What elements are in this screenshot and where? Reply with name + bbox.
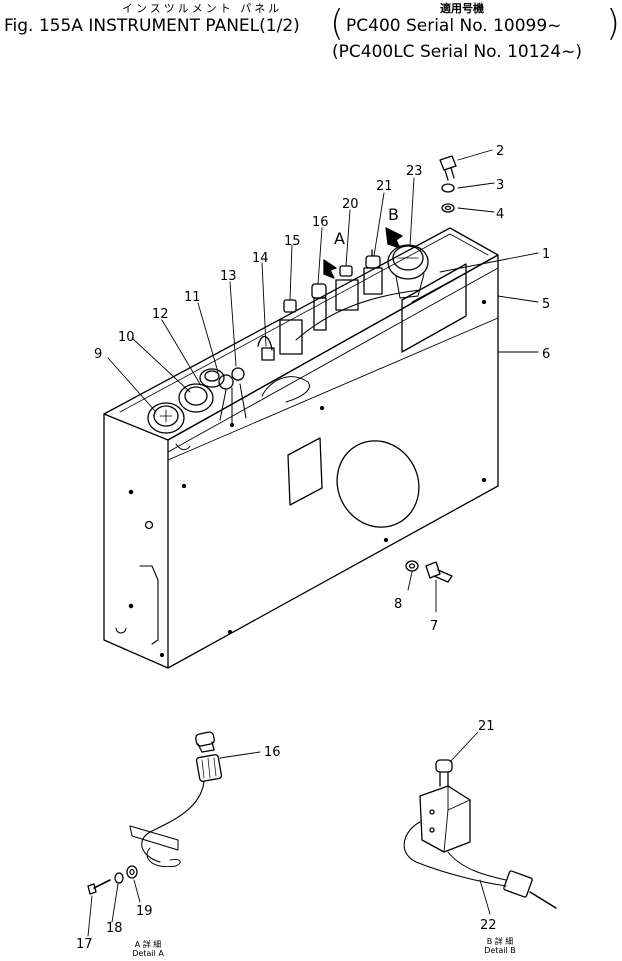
view-arrow-a: A <box>323 229 345 279</box>
model-serial-line-2: (PC400LC Serial No. 10124~) <box>332 42 583 62</box>
callout-23: 23 <box>406 164 423 179</box>
detail-b-callouts: 21 22 <box>478 719 497 933</box>
callout-numbers: 2 3 4 1 5 6 23 21 20 16 15 14 13 11 12 1… <box>94 144 550 634</box>
bolt-7 <box>425 561 453 583</box>
bolt-2 <box>439 155 457 181</box>
callout-2: 2 <box>496 144 504 159</box>
detail-b-drawing <box>403 759 557 909</box>
detail-b-caption-jp: B 詳 細 <box>486 937 514 946</box>
callout-a-19: 19 <box>136 904 153 919</box>
japanese-title: インスツルメント パネル <box>122 2 283 15</box>
open-paren: ( <box>330 3 345 44</box>
callout-3: 3 <box>496 178 504 193</box>
washer-8 <box>405 560 419 572</box>
callout-21: 21 <box>376 179 393 194</box>
applicable-models-label: 適用号機 <box>440 2 484 15</box>
switch-15 <box>279 299 303 355</box>
view-label-b: B <box>388 205 399 224</box>
callout-1: 1 <box>542 247 550 262</box>
detail-b-caption-en: Detail B <box>484 946 516 956</box>
model-serial-line-1: PC400 Serial No. 10099~ <box>346 16 562 36</box>
close-paren: ) <box>606 3 621 44</box>
detail-b-leaders <box>449 731 491 915</box>
switch-cluster-11-13 <box>218 367 247 425</box>
callout-9: 9 <box>94 347 102 362</box>
callout-b-21: 21 <box>478 719 495 734</box>
callout-15: 15 <box>284 234 301 249</box>
gauge-12 <box>199 368 225 388</box>
harness <box>261 289 421 403</box>
view-label-a: A <box>334 229 345 248</box>
callout-8: 8 <box>394 597 402 612</box>
callout-a-16: 16 <box>264 745 281 760</box>
figure-title: Fig. 155A INSTRUMENT PANEL(1/2) <box>4 16 300 36</box>
instrument-panel-box <box>103 227 499 669</box>
callout-14: 14 <box>252 251 269 266</box>
gauge-10 <box>178 383 214 413</box>
detail-b-caption: B 詳 細 Detail B <box>470 937 530 955</box>
callout-11: 11 <box>184 290 201 305</box>
callout-6: 6 <box>542 347 550 362</box>
callout-7: 7 <box>430 619 438 634</box>
callout-13: 13 <box>220 269 237 284</box>
detail-a-callouts: 16 17 18 19 <box>76 745 281 952</box>
gauge-23 <box>387 244 429 299</box>
detail-a-caption-jp: A 詳 細 <box>134 940 162 949</box>
washer-4 <box>441 203 455 213</box>
leader-lines <box>107 149 539 613</box>
callout-16: 16 <box>312 215 329 230</box>
callout-12: 12 <box>152 307 169 322</box>
detail-a-caption: A 詳 細 Detail A <box>118 940 178 958</box>
detail-a-leaders <box>87 751 261 937</box>
callout-a-18: 18 <box>106 921 123 936</box>
callout-4: 4 <box>496 207 504 222</box>
callout-a-17: 17 <box>76 937 93 952</box>
detail-a-caption-en: Detail A <box>132 949 164 959</box>
switch-16 <box>311 283 327 331</box>
callout-b-22: 22 <box>480 918 497 933</box>
callout-5: 5 <box>542 297 550 312</box>
callout-10: 10 <box>118 330 135 345</box>
detail-a-drawing <box>87 731 223 895</box>
gauge-9 <box>147 402 191 451</box>
callout-20: 20 <box>342 197 359 212</box>
washer-3 <box>441 183 455 193</box>
switch-21 <box>363 249 383 295</box>
view-arrow-b: B <box>385 205 403 249</box>
